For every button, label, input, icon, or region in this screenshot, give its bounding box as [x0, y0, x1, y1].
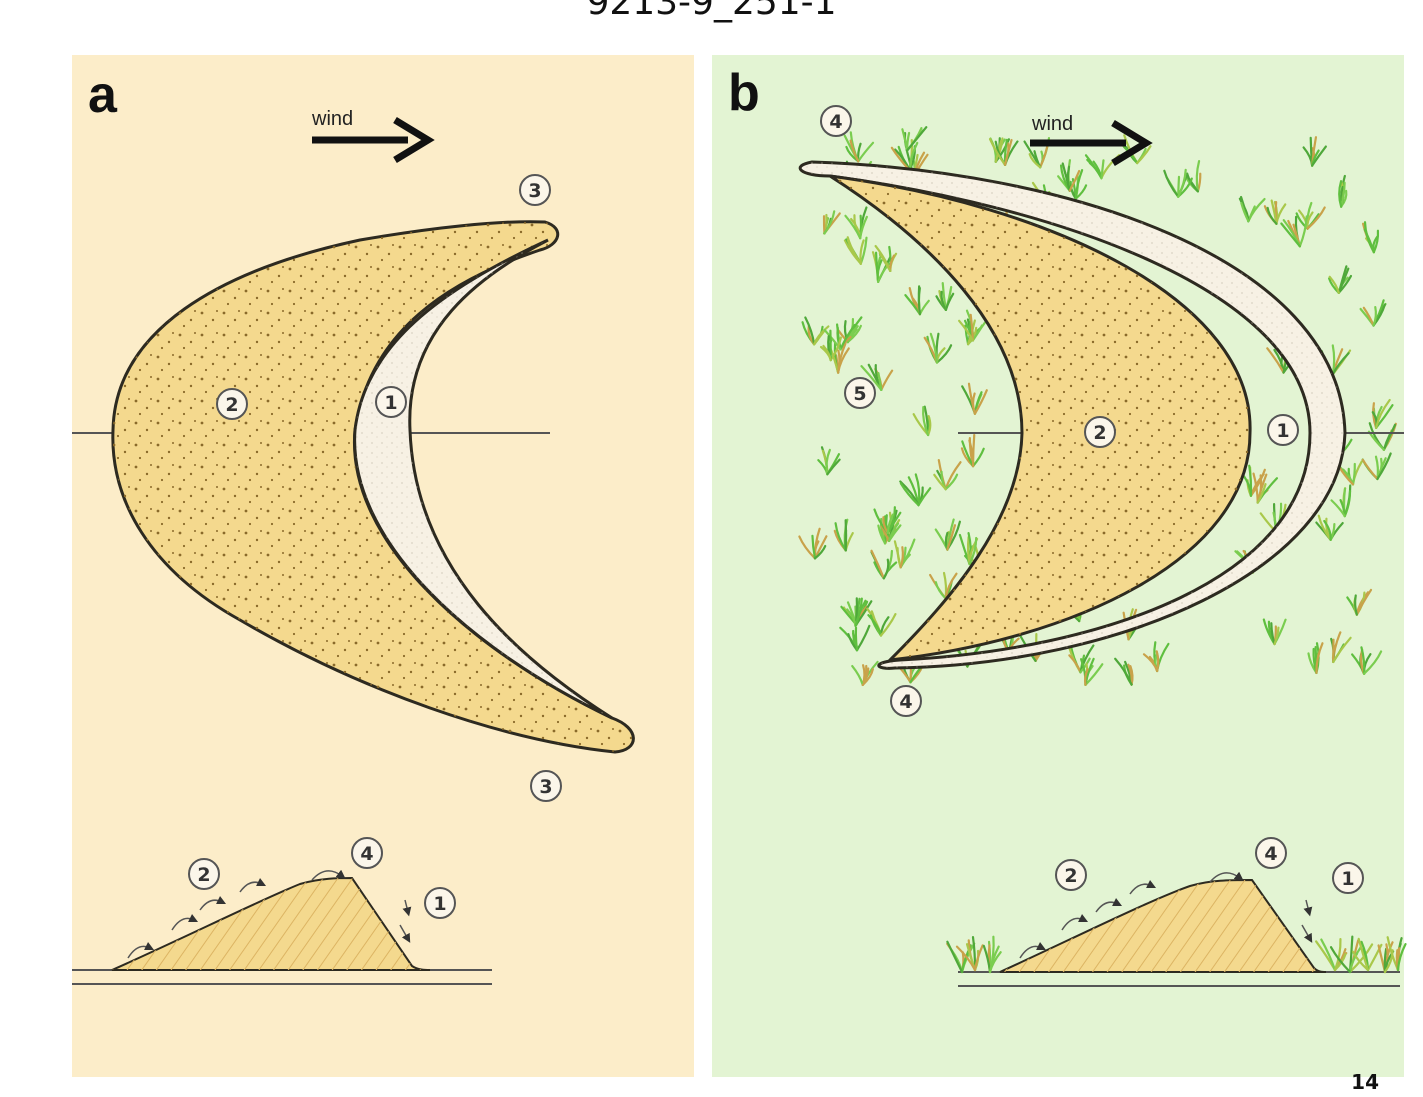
- svg-text:3: 3: [539, 776, 552, 798]
- label-1-a: 1: [376, 387, 406, 417]
- svg-text:2: 2: [1093, 422, 1106, 444]
- svg-text:2: 2: [1064, 865, 1077, 887]
- svg-text:4: 4: [829, 111, 842, 133]
- label-5-b: 5: [845, 378, 875, 408]
- panel-a: a wind 3 2 1 3: [72, 55, 694, 1077]
- profile-label-4-b: 4: [1256, 838, 1286, 868]
- panel-b-letter: b: [728, 64, 760, 122]
- profile-label-2-a: 2: [189, 859, 219, 889]
- label-3-top-a: 3: [520, 175, 550, 205]
- svg-text:2: 2: [225, 394, 238, 416]
- profile-label-1-b: 1: [1333, 863, 1363, 893]
- profile-label-1-a: 1: [425, 888, 455, 918]
- label-1-b: 1: [1268, 415, 1298, 445]
- svg-text:2: 2: [197, 864, 210, 886]
- label-4-bottom-b: 4: [891, 686, 921, 716]
- svg-text:4: 4: [1264, 843, 1277, 865]
- page-number: 14: [1351, 1070, 1379, 1094]
- label-2-b: 2: [1085, 417, 1115, 447]
- panel-a-letter: a: [88, 66, 118, 124]
- svg-text:1: 1: [1341, 868, 1354, 890]
- profile-label-4-a: 4: [352, 838, 382, 868]
- svg-text:1: 1: [384, 392, 397, 414]
- label-2-a: 2: [217, 389, 247, 419]
- label-3-bottom-a: 3: [531, 771, 561, 801]
- svg-text:5: 5: [853, 383, 866, 405]
- wind-label-a: wind: [311, 108, 353, 130]
- panel-b: b wind 4 5 2 1: [712, 55, 1406, 1077]
- svg-text:4: 4: [360, 843, 373, 865]
- profile-label-2-b: 2: [1056, 860, 1086, 890]
- wind-label-b: wind: [1031, 113, 1073, 135]
- svg-text:1: 1: [1276, 420, 1289, 442]
- svg-text:3: 3: [528, 180, 541, 202]
- svg-text:1: 1: [433, 893, 446, 915]
- label-4-top-b: 4: [821, 106, 851, 136]
- svg-text:4: 4: [899, 691, 912, 713]
